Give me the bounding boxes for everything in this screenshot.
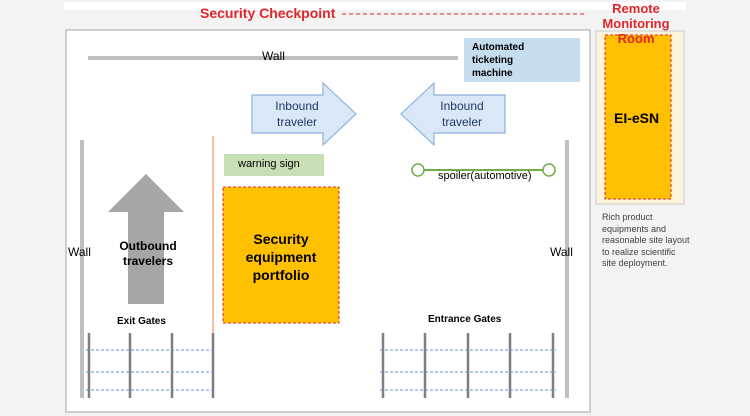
outbound-arrow [108,174,184,304]
inbound-arrow-right [400,81,506,147]
inbound-arrow-left [251,81,357,147]
outbound-label: Outbound travelers [119,239,177,268]
spoiler-label: spoiler(automotive) [438,170,532,182]
ei-esn-label: EI-eSN [614,110,660,126]
description-text: Rich product equipments and reasonable s… [602,212,690,268]
entrance-gates-label: Entrance Gates [428,314,502,325]
ticketing-machine-box [464,38,580,82]
spoiler-right-end [542,163,556,177]
spoiler-left-end [411,163,425,177]
remote-room-label: Remote Monitoring Room [602,1,670,46]
warning-sign-label: warning sign [238,158,300,170]
top-wall-label: Wall [262,49,285,63]
top-strip [64,2,686,10]
inbound-right-label: Inbound traveler [440,99,484,129]
ei-esn-box [604,34,672,200]
inbound-left-label: Inbound traveler [275,99,319,129]
warning-sign-box [224,154,324,176]
entrance-gates [380,333,556,398]
exit-gates [86,333,216,398]
security-equipment-label: Security equipment portfolio [245,231,317,283]
diagram-title: Security Checkpoint [200,5,336,21]
right-wall-label: Wall [550,245,573,259]
exit-gates-label: Exit Gates [117,316,166,327]
security-equipment-box [222,186,340,324]
left-wall-label: Wall [68,245,91,259]
ticketing-machine-label: Automated ticketing machine [472,42,525,79]
